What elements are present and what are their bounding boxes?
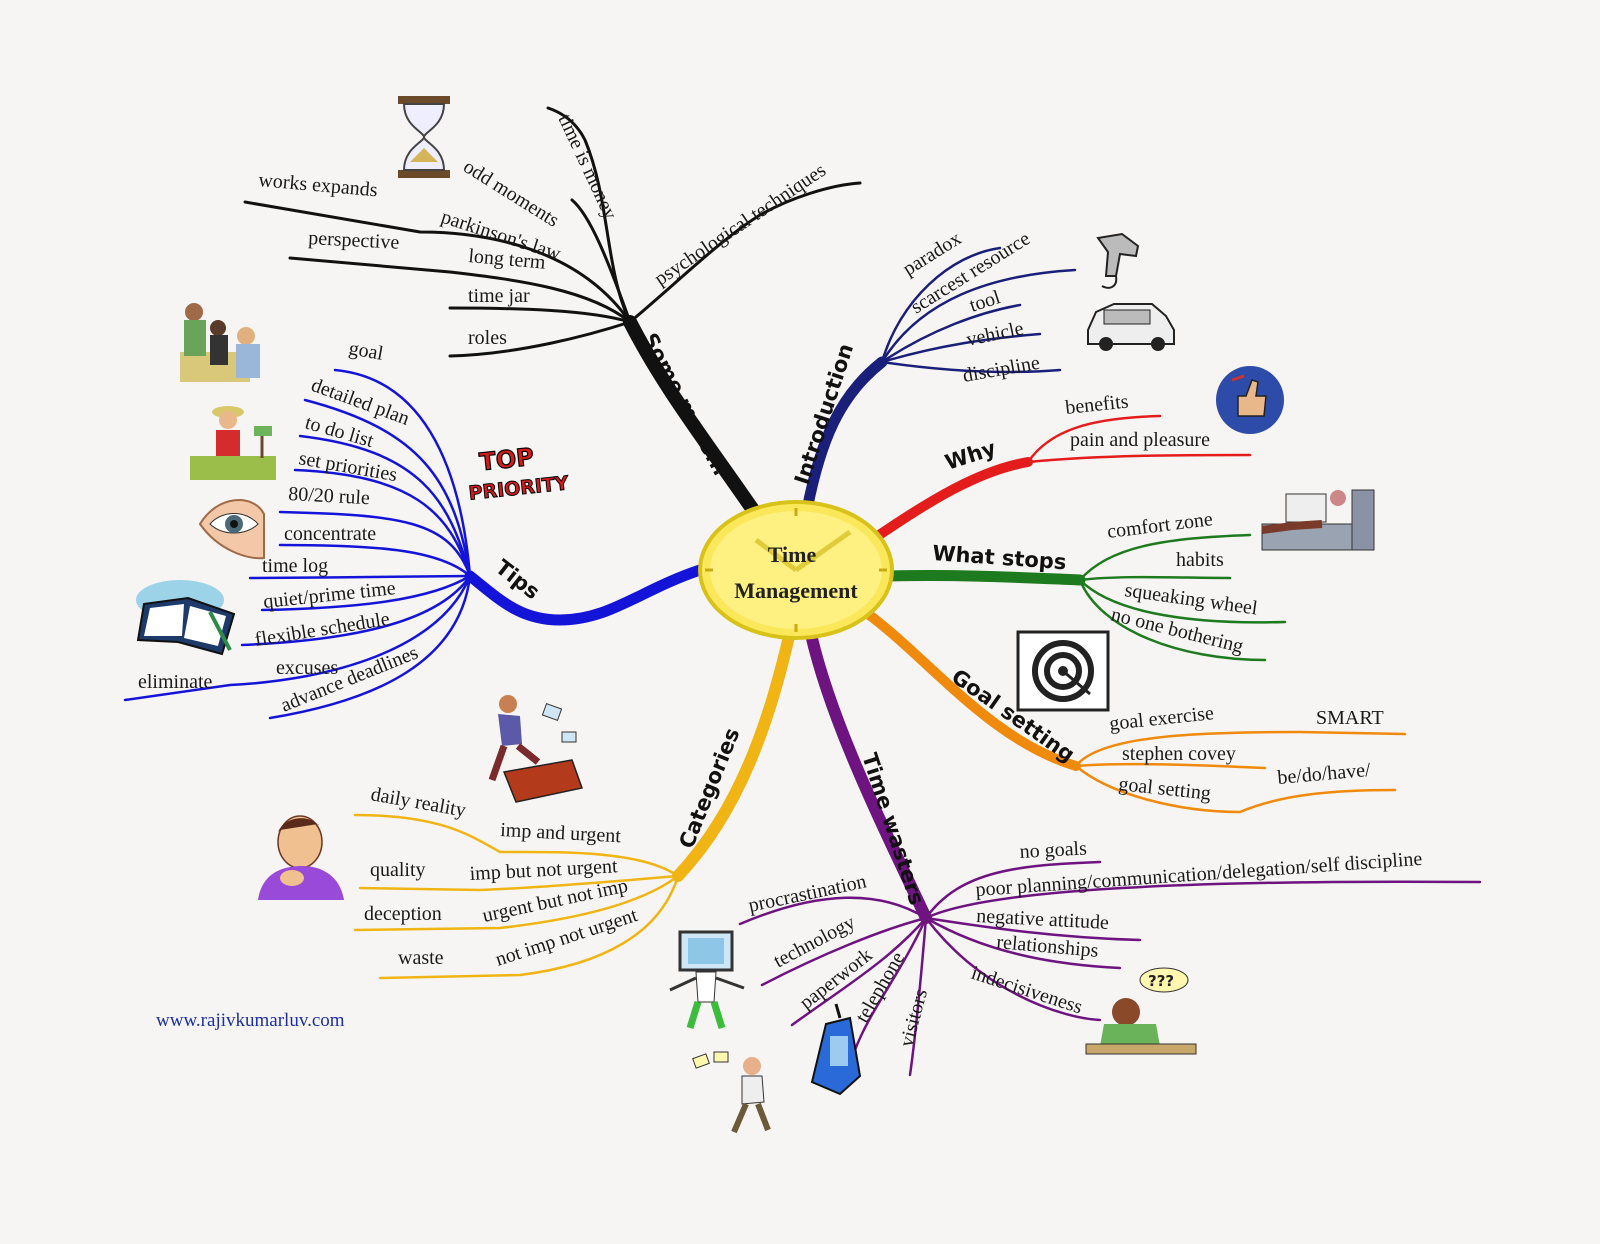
branch-what-stops — [884, 533, 1287, 662]
branch-goal-setting — [863, 609, 1407, 814]
node-time-is-money: time is money — [553, 111, 621, 223]
node-time-jar: time jar — [468, 285, 530, 307]
svg-text:TOP: TOP — [478, 443, 535, 477]
node-goal-exercise: goal exercise — [1108, 702, 1215, 735]
branch-some-more — [243, 106, 862, 527]
center-node: Time Management — [698, 500, 894, 640]
running-man-icon — [488, 695, 583, 803]
thinking-man-icon — [258, 815, 344, 900]
car-icon — [1087, 303, 1175, 351]
node-visitors: visitors — [896, 987, 933, 1050]
node-waste: waste — [398, 947, 444, 969]
thumbs-up-icon — [1216, 366, 1284, 434]
node-to-do-list: to do list — [303, 412, 377, 453]
node-pain-and-pleasure: pain and pleasure — [1070, 429, 1210, 451]
website-link[interactable]: www.rajivkumarluv.com — [156, 1010, 345, 1031]
node-concentrate: concentrate — [284, 523, 376, 545]
node-negative-attitude: negative attitude — [976, 905, 1110, 934]
node-psychological-techniques: psychological techniques — [650, 159, 830, 290]
node-relationships: relationships — [996, 931, 1100, 962]
planner-icon — [136, 580, 236, 656]
node-works-expands: works expands — [258, 169, 379, 201]
node-goal-setting: goal setting — [1117, 773, 1212, 805]
branch-why — [867, 414, 1252, 545]
branch-time-wasters — [738, 624, 1482, 1077]
node-vehicle: vehicle — [964, 317, 1025, 351]
node-advance-deadlines: advance deadlines — [278, 641, 422, 716]
node-time-log: time log — [262, 555, 328, 577]
node-indecisiveness: indecisiveness — [968, 962, 1085, 1019]
gardener-icon — [190, 406, 276, 480]
node-benefits: benefits — [1064, 390, 1129, 419]
node-habits: habits — [1176, 549, 1224, 571]
node-deception: deception — [364, 903, 442, 925]
node-procrastination: procrastination — [746, 870, 868, 916]
node-no-goals: no goals — [1019, 837, 1087, 862]
svg-text:PRIORITY: PRIORITY — [468, 472, 570, 504]
node-80-20-rule: 80/20 rule — [288, 483, 371, 509]
center-title-line-1: Time — [768, 542, 817, 567]
computer-head-icon — [669, 930, 745, 1030]
node-eliminate: eliminate — [138, 671, 213, 693]
node-smart: SMART — [1316, 707, 1384, 729]
node-imp-and-urgent: imp and urgent — [500, 819, 622, 847]
node-goal: goal — [347, 337, 385, 365]
branch-label-introduction: Introduction — [790, 341, 858, 488]
node-set-priorities: set priorities — [297, 447, 399, 486]
branch-label-what-stops: What stops — [932, 541, 1067, 574]
center-title-line-2: Management — [734, 578, 858, 603]
target-icon — [1016, 630, 1110, 712]
node-flexible-schedule: flexible schedule — [253, 608, 391, 651]
node-discipline: discipline — [961, 352, 1042, 387]
top-priority-icon: TOP PRIORITY — [467, 442, 570, 505]
node-stephen-covey: stephen covey — [1122, 743, 1236, 765]
node-perspective: perspective — [308, 227, 400, 254]
eye-icon — [198, 499, 265, 560]
svg-text:???: ??? — [1148, 972, 1174, 990]
node-excuses: excuses — [276, 657, 338, 679]
drill-icon — [1096, 232, 1140, 289]
branch-introduction — [800, 246, 1077, 521]
node-be-do-have: be/do/have/ — [1277, 759, 1372, 789]
meeting-icon — [180, 303, 260, 382]
frustrated-man-icon — [692, 1051, 771, 1134]
branch-categories — [353, 626, 796, 980]
branch-tips — [123, 368, 706, 720]
branch-label-time-wasters: Time wasters — [857, 750, 929, 908]
hourglass-icon — [398, 96, 450, 178]
branch-label-some-more: Some more... — [638, 329, 733, 480]
node-quality: quality — [370, 859, 426, 881]
node-roles: roles — [468, 327, 507, 349]
phone-icon — [810, 1003, 862, 1096]
person-reading-icon — [1261, 489, 1375, 551]
confused-person-icon: ??? — [1085, 967, 1197, 1055]
